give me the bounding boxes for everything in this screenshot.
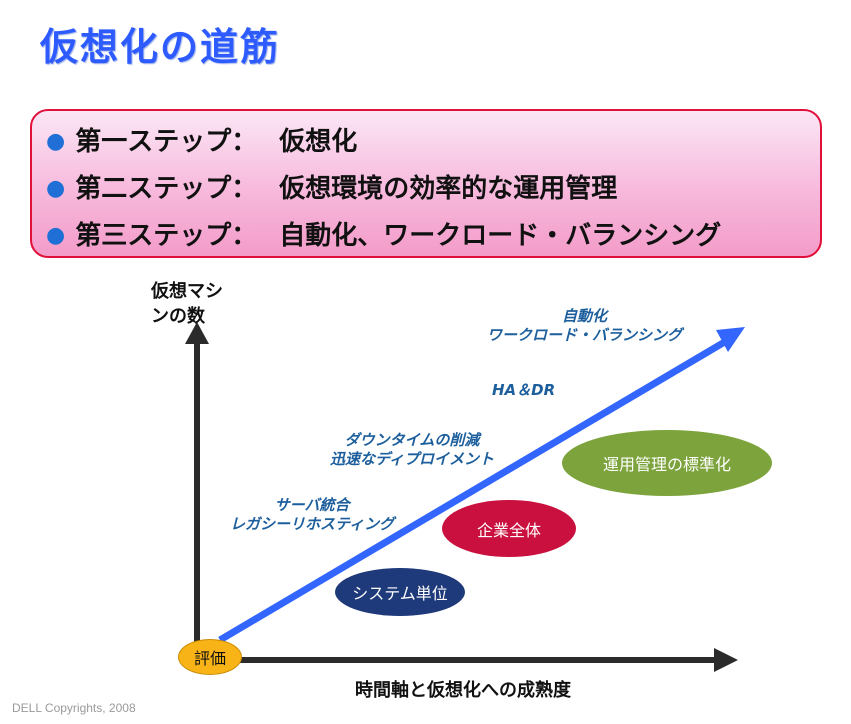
bullet-icon: ● — [46, 176, 66, 201]
step-2-name: 第二ステップ： — [75, 174, 258, 204]
steps-box: ● 第一ステップ： 仮想化 ● 第二ステップ： 仮想環境の効率的な運用管理 ● 第三ステッ… — [30, 109, 822, 258]
stage-downtime: ダウンタイムの削減 迅速なディプロイメント — [330, 431, 494, 469]
growth-arrowhead — [716, 327, 745, 352]
origin-assessment: 評価 — [178, 639, 242, 675]
step-3-desc: 自動化、ワークロード・バランシング — [279, 221, 722, 251]
stage-consolidation-line-1: サーバ統合 — [274, 496, 350, 514]
x-axis-label: 時間軸と仮想化への成熟度 — [355, 680, 571, 701]
x-axis-arrowhead — [714, 648, 738, 672]
step-3-name: 第三ステップ： — [75, 221, 258, 251]
bullet-icon: ● — [46, 223, 66, 248]
step-1: ● 第一ステップ： 仮想化 — [46, 121, 357, 158]
step-1-desc: 仮想化 — [279, 127, 358, 157]
bullet-icon: ● — [46, 129, 66, 154]
stage-automation-line-1: 自動化 — [562, 307, 608, 325]
y-axis-label: 仮想マシ ンの数 — [151, 279, 223, 329]
stage-downtime-line-1: ダウンタイムの削減 — [344, 431, 480, 449]
page-title: 仮想化の道筋 — [40, 25, 281, 69]
step-2: ● 第二ステップ： 仮想環境の効率的な運用管理 — [46, 168, 617, 205]
growth-arrow — [218, 336, 730, 644]
y-axis-label-line-1: 仮想マシ — [151, 281, 223, 302]
scope-system: システム単位 — [335, 568, 465, 616]
stage-ha-dr: HA＆DR — [492, 381, 555, 400]
stage-automation: 自動化 ワークロード・バランシング — [487, 307, 682, 345]
y-axis-label-line-2: ンの数 — [151, 306, 205, 327]
stage-automation-line-2: ワークロード・バランシング — [487, 326, 683, 344]
stage-consolidation: サーバ統合 レガシーリホスティング — [230, 496, 394, 534]
scope-standardization: 運用管理の標準化 — [562, 430, 772, 496]
step-3: ● 第三ステップ： 自動化、ワークロード・バランシング — [46, 215, 721, 252]
copyright-text: DELL Copyrights, 2008 — [12, 701, 136, 715]
stage-downtime-line-2: 迅速なディプロイメント — [330, 450, 494, 468]
stage-consolidation-line-2: レガシーリホスティング — [230, 515, 395, 533]
step-1-name: 第一ステップ： — [75, 127, 258, 157]
step-2-desc: 仮想環境の効率的な運用管理 — [279, 174, 618, 204]
stage-ha-dr-line-1: HA＆DR — [492, 381, 556, 399]
scope-enterprise: 企業全体 — [442, 500, 576, 557]
y-axis-arrowhead — [185, 322, 209, 344]
